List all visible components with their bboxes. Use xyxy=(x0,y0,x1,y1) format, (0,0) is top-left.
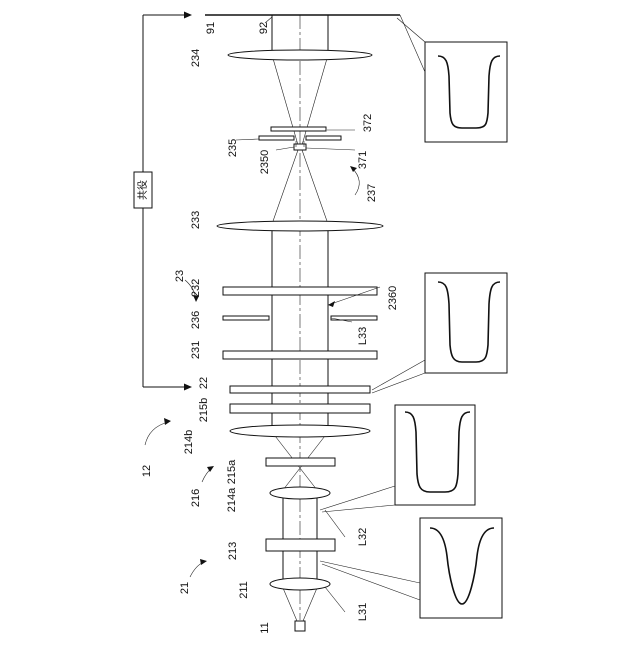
lens-214b xyxy=(230,425,370,437)
label-371: 371 xyxy=(357,151,369,169)
label-2360: 2360 xyxy=(387,286,399,310)
label-211: 211 xyxy=(238,581,250,599)
light-source-11 xyxy=(295,621,305,631)
label-236: 236 xyxy=(190,311,202,329)
label-11: 11 xyxy=(259,622,271,633)
lens-211 xyxy=(270,578,330,590)
label-214b: 214b xyxy=(183,430,195,454)
arrowhead-icon xyxy=(184,384,192,391)
label-21: 21 xyxy=(179,582,191,594)
label-215a: 215a xyxy=(226,459,238,484)
label-234: 234 xyxy=(190,49,202,67)
plate-22 xyxy=(230,386,370,393)
label-22: 22 xyxy=(198,377,210,389)
label-372: 372 xyxy=(362,114,374,132)
conjugate-label: 共役 xyxy=(136,180,149,200)
profile-inset-top xyxy=(397,15,507,142)
label-L31: L31 xyxy=(357,603,369,621)
plate-231 xyxy=(223,351,377,359)
beam-path xyxy=(272,15,328,621)
lens-234 xyxy=(228,50,372,60)
plate-232 xyxy=(223,287,377,295)
plate-213 xyxy=(266,539,335,551)
label-91: 91 xyxy=(205,22,217,34)
plate-215b xyxy=(230,404,370,413)
profile-inset-bottom xyxy=(320,518,502,618)
label-L32: L32 xyxy=(357,528,369,546)
label-237: 237 xyxy=(366,184,378,202)
profile-inset-lower xyxy=(320,405,475,512)
label-2350: 2350 xyxy=(259,150,271,174)
label-214a: 214a xyxy=(226,487,238,512)
label-213: 213 xyxy=(227,542,239,560)
lens-214a xyxy=(270,487,330,499)
plate-215a xyxy=(266,458,335,466)
label-L33: L33 xyxy=(357,327,369,345)
label-233: 233 xyxy=(190,211,202,229)
conjugate-bracket: 共役 xyxy=(134,12,192,391)
leader-lines xyxy=(145,17,380,612)
label-232: 232 xyxy=(190,279,202,297)
label-23: 23 xyxy=(174,270,186,282)
label-92: 92 xyxy=(258,22,270,34)
label-12: 12 xyxy=(141,465,153,477)
lens-233 xyxy=(217,221,383,231)
arrowhead-icon xyxy=(184,12,192,19)
label-216: 216 xyxy=(190,489,202,507)
label-215b: 215b xyxy=(198,398,210,422)
label-231: 231 xyxy=(190,341,202,359)
label-235: 235 xyxy=(227,139,239,157)
